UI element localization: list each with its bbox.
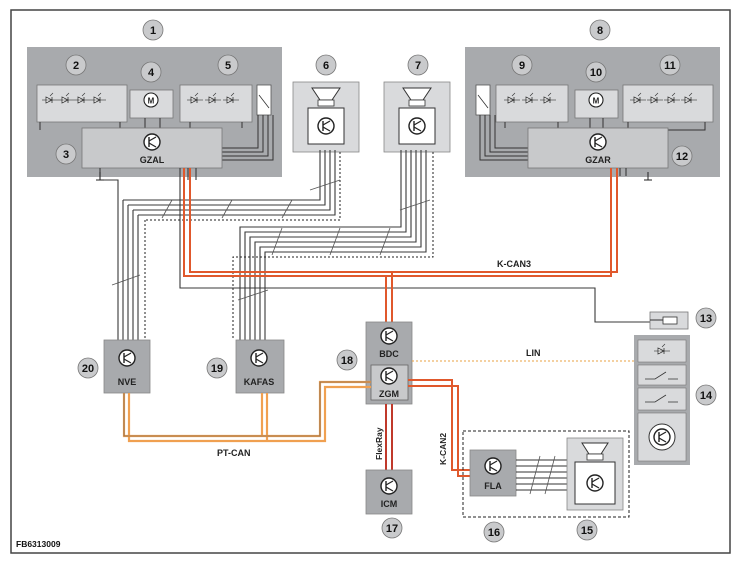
callout-number-14: 14 <box>700 390 713 402</box>
transistor-icon <box>589 133 607 151</box>
callout-7 <box>407 54 429 76</box>
led-panel-11 <box>622 84 714 123</box>
label-gzal: GZAL <box>140 155 165 165</box>
motor-icon: M <box>143 92 159 108</box>
led-panel-5 <box>179 84 253 123</box>
callout-number-18: 18 <box>341 355 353 367</box>
svg-text:M: M <box>148 97 155 106</box>
sensor-icon <box>648 423 676 451</box>
callout-19 <box>206 357 228 379</box>
callout-number-9: 9 <box>519 60 525 72</box>
callout-9 <box>511 54 533 76</box>
figure-id: FB6313009 <box>16 539 61 549</box>
callout-3 <box>55 143 77 165</box>
bus-label-lin: LIN <box>526 348 541 358</box>
label-nve: NVE <box>118 377 137 387</box>
motor-icon: M <box>588 92 604 108</box>
callout-number-1: 1 <box>150 25 156 37</box>
callout-number-2: 2 <box>73 60 79 72</box>
callout-number-7: 7 <box>415 60 421 72</box>
label-icm: ICM <box>381 499 398 509</box>
callout-number-5: 5 <box>225 60 231 72</box>
wire-harness <box>99 150 650 340</box>
bus-label-ptcan: PT-CAN <box>217 448 251 458</box>
led-panel-9 <box>495 84 569 123</box>
label-fla: FLA <box>484 481 502 491</box>
callout-number-13: 13 <box>700 313 712 325</box>
callout-11 <box>659 54 681 76</box>
callout-15 <box>576 519 598 541</box>
callout-8 <box>589 19 611 41</box>
relay-icon <box>256 84 272 116</box>
bus-label-kcan2: K-CAN2 <box>438 433 448 465</box>
callout-17 <box>381 517 403 539</box>
callout-14 <box>695 384 717 406</box>
callout-number-17: 17 <box>386 523 398 535</box>
speaker-icon <box>574 442 616 505</box>
callout-number-3: 3 <box>63 149 69 161</box>
callout-number-19: 19 <box>211 363 223 375</box>
switch-icon <box>645 394 678 403</box>
callout-number-16: 16 <box>488 527 500 539</box>
callout-16 <box>483 521 505 543</box>
callout-6 <box>315 54 337 76</box>
callout-number-12: 12 <box>676 151 688 163</box>
flexray-bus <box>385 404 393 470</box>
relay-icon <box>475 84 491 116</box>
kcan2-bus <box>408 379 470 477</box>
callout-13 <box>695 307 717 329</box>
callout-18 <box>336 349 358 371</box>
callout-number-15: 15 <box>581 525 593 537</box>
bus-label-kcan3: K-CAN3 <box>497 259 531 269</box>
switch-icon <box>645 371 678 380</box>
callout-number-20: 20 <box>82 363 94 375</box>
callout-10 <box>585 61 607 83</box>
callout-5 <box>217 54 239 76</box>
label-bdc: BDC <box>379 349 399 359</box>
label-zgm: ZGM <box>379 389 399 399</box>
label-kafas: KAFAS <box>244 377 275 387</box>
callout-20 <box>77 357 99 379</box>
transistor-icon <box>143 133 161 151</box>
callout-2 <box>65 54 87 76</box>
callout-number-11: 11 <box>664 60 676 72</box>
callout-number-4: 4 <box>148 67 155 79</box>
callout-number-6: 6 <box>323 60 329 72</box>
callout-12 <box>671 145 693 167</box>
kcan3-bus <box>183 168 618 322</box>
nve-module <box>103 339 151 394</box>
bus-label-flexray: FlexRay <box>374 427 384 460</box>
speaker-icon <box>307 87 345 145</box>
led-panel-2 <box>36 84 128 123</box>
camera-group-16 <box>462 430 630 518</box>
label-gzar: GZAR <box>585 155 611 165</box>
svg-text:M: M <box>593 97 600 106</box>
callout-number-10: 10 <box>590 67 602 79</box>
callout-1 <box>142 19 164 41</box>
callout-4 <box>140 61 162 83</box>
callout-number-8: 8 <box>597 25 603 37</box>
ptcan-bus <box>122 380 371 443</box>
fuse-icon <box>649 311 689 330</box>
